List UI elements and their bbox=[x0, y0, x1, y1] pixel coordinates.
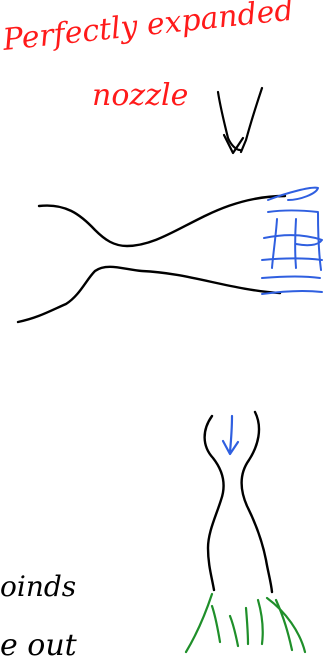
vertical-nozzle bbox=[205, 412, 272, 592]
horizontal-nozzle bbox=[18, 196, 285, 322]
vertical-inflow-arrow bbox=[223, 416, 238, 454]
partial-note-line1: oinds bbox=[0, 570, 76, 603]
nozzle-upper-wall bbox=[39, 196, 285, 246]
vertical-nozzle-right-wall bbox=[242, 412, 272, 592]
nozzle-annotation: Perfectly expanded nozzle bbox=[0, 0, 295, 113]
annotation-line2: nozzle bbox=[92, 78, 188, 113]
partial-note-line2: e out bbox=[0, 628, 78, 663]
pointer-arrow bbox=[218, 88, 262, 153]
exhaust-flow-lines bbox=[262, 188, 322, 294]
vertical-nozzle-left-wall bbox=[205, 416, 224, 590]
nozzle-lower-wall bbox=[18, 267, 280, 322]
exhaust-plume bbox=[186, 594, 305, 652]
partial-notes: oinds e out bbox=[0, 570, 78, 663]
annotation-line1: Perfectly expanded bbox=[0, 0, 295, 58]
